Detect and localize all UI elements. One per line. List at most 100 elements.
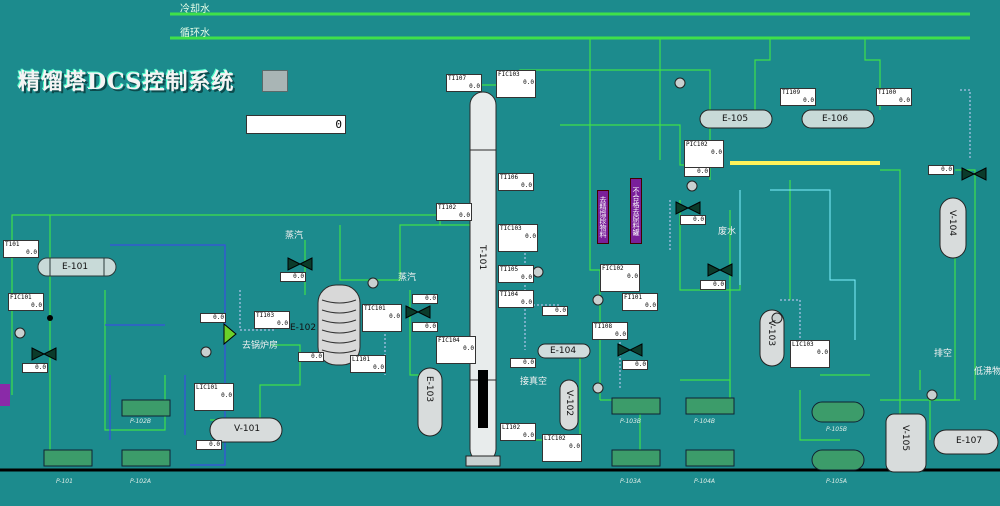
tag-id: TI105 <box>500 266 519 273</box>
steam-label-2: 蒸汽 <box>398 273 417 283</box>
tag-id: TIC103 <box>500 225 522 232</box>
tag-value: 0.0 <box>803 97 814 104</box>
tag-id: PIC102 <box>686 141 708 148</box>
pump-p105a: P-105A <box>826 478 848 485</box>
tag-value: 0.0 <box>523 79 534 86</box>
valve-output[interactable]: 0.0 <box>622 360 648 370</box>
left-edge-indicator[interactable] <box>0 384 10 406</box>
tag-id: LI101 <box>352 356 371 363</box>
tag-value: 0.0 <box>31 302 42 309</box>
valve-output[interactable]: 0.0 <box>680 215 706 225</box>
pump-p103b: P-103B <box>620 418 642 425</box>
tag-value: 0.0 <box>711 149 722 156</box>
valve-output[interactable]: 0.0 <box>542 306 568 316</box>
tag-value: 0.0 <box>899 97 910 104</box>
valve-output[interactable]: 0.0 <box>928 165 954 175</box>
to-vacuum-label: 接真空 <box>520 377 548 387</box>
equipment-v103: V-103 <box>766 320 776 347</box>
tag-id: TI108 <box>594 323 613 330</box>
tag-value: 0.0 <box>463 345 474 352</box>
purple-tag-2[interactable]: 不合格去原料罐 <box>630 178 642 244</box>
valve-output[interactable]: 0.0 <box>510 358 536 368</box>
tag-id: FI101 <box>624 294 643 301</box>
low-boiler-label: 低沸物 <box>974 367 1000 377</box>
purple-tag-1[interactable]: 去精馏段物料 <box>597 190 609 244</box>
pump-p102b: P-102B <box>130 418 152 425</box>
equipment-v102: V-102 <box>564 390 574 417</box>
tag-value: 0.0 <box>521 182 532 189</box>
pump-p102a: P-102A <box>130 478 152 485</box>
page-title: 精馏塔DCS控制系统 <box>18 69 235 95</box>
tag-id: LIC102 <box>544 435 566 442</box>
setpoint-input[interactable]: 0 <box>246 115 346 134</box>
valve-output[interactable]: 0.0 <box>22 363 48 373</box>
tag-id: TI109 <box>782 89 801 96</box>
tag-value: 0.0 <box>277 320 288 327</box>
pump-p101: P-101 <box>56 478 73 485</box>
pump-p105b: P-105B <box>826 426 848 433</box>
tag-id: LIC101 <box>196 384 218 391</box>
tag-value: 0.0 <box>459 212 470 219</box>
equipment-v101: V-101 <box>234 424 261 434</box>
equipment-e105: E-105 <box>722 114 749 124</box>
tag-value: 0.0 <box>615 331 626 338</box>
tag-value: 0.0 <box>627 273 638 280</box>
valve-output[interactable]: 0.0 <box>196 440 222 450</box>
tag-id: FIC102 <box>602 265 624 272</box>
valve-output[interactable]: 0.0 <box>684 167 710 177</box>
valve-output[interactable]: 0.0 <box>298 352 324 362</box>
equipment-e104: E-104 <box>550 346 577 356</box>
tag-id: TI100 <box>878 89 897 96</box>
equipment-v105: V-105 <box>900 425 910 452</box>
tag-id: LIC103 <box>792 341 814 348</box>
valve-output[interactable]: 0.0 <box>280 272 306 282</box>
tag-id: FIC103 <box>498 71 520 78</box>
valve-output[interactable]: 0.0 <box>412 322 438 332</box>
tag-id: TI104 <box>500 291 519 298</box>
valve-output[interactable]: 0.0 <box>412 294 438 304</box>
circulating-water-label: 循环水 <box>180 28 210 39</box>
title-square-button[interactable] <box>262 70 288 92</box>
valve-output[interactable]: 0.0 <box>200 313 226 323</box>
valve-output[interactable]: 0.0 <box>700 280 726 290</box>
tag-value: 0.0 <box>817 349 828 356</box>
equipment-v104: V-104 <box>947 210 957 237</box>
waste-water-label: 废水 <box>718 227 737 237</box>
tag-id: FIC101 <box>10 294 32 301</box>
vent-label: 排空 <box>934 349 953 359</box>
tag-value: 0.0 <box>389 313 400 320</box>
tag-id: TI102 <box>438 204 457 211</box>
tag-id: TIC101 <box>364 305 386 312</box>
tag-id: TI106 <box>500 174 519 181</box>
tag-value: 0.0 <box>221 392 232 399</box>
tag-value: 0.0 <box>523 432 534 439</box>
cooling-water-label: 冷却水 <box>180 4 210 15</box>
tag-id: FIC104 <box>438 337 460 344</box>
equipment-e106: E-106 <box>822 114 849 124</box>
tag-id: LI102 <box>502 424 521 431</box>
